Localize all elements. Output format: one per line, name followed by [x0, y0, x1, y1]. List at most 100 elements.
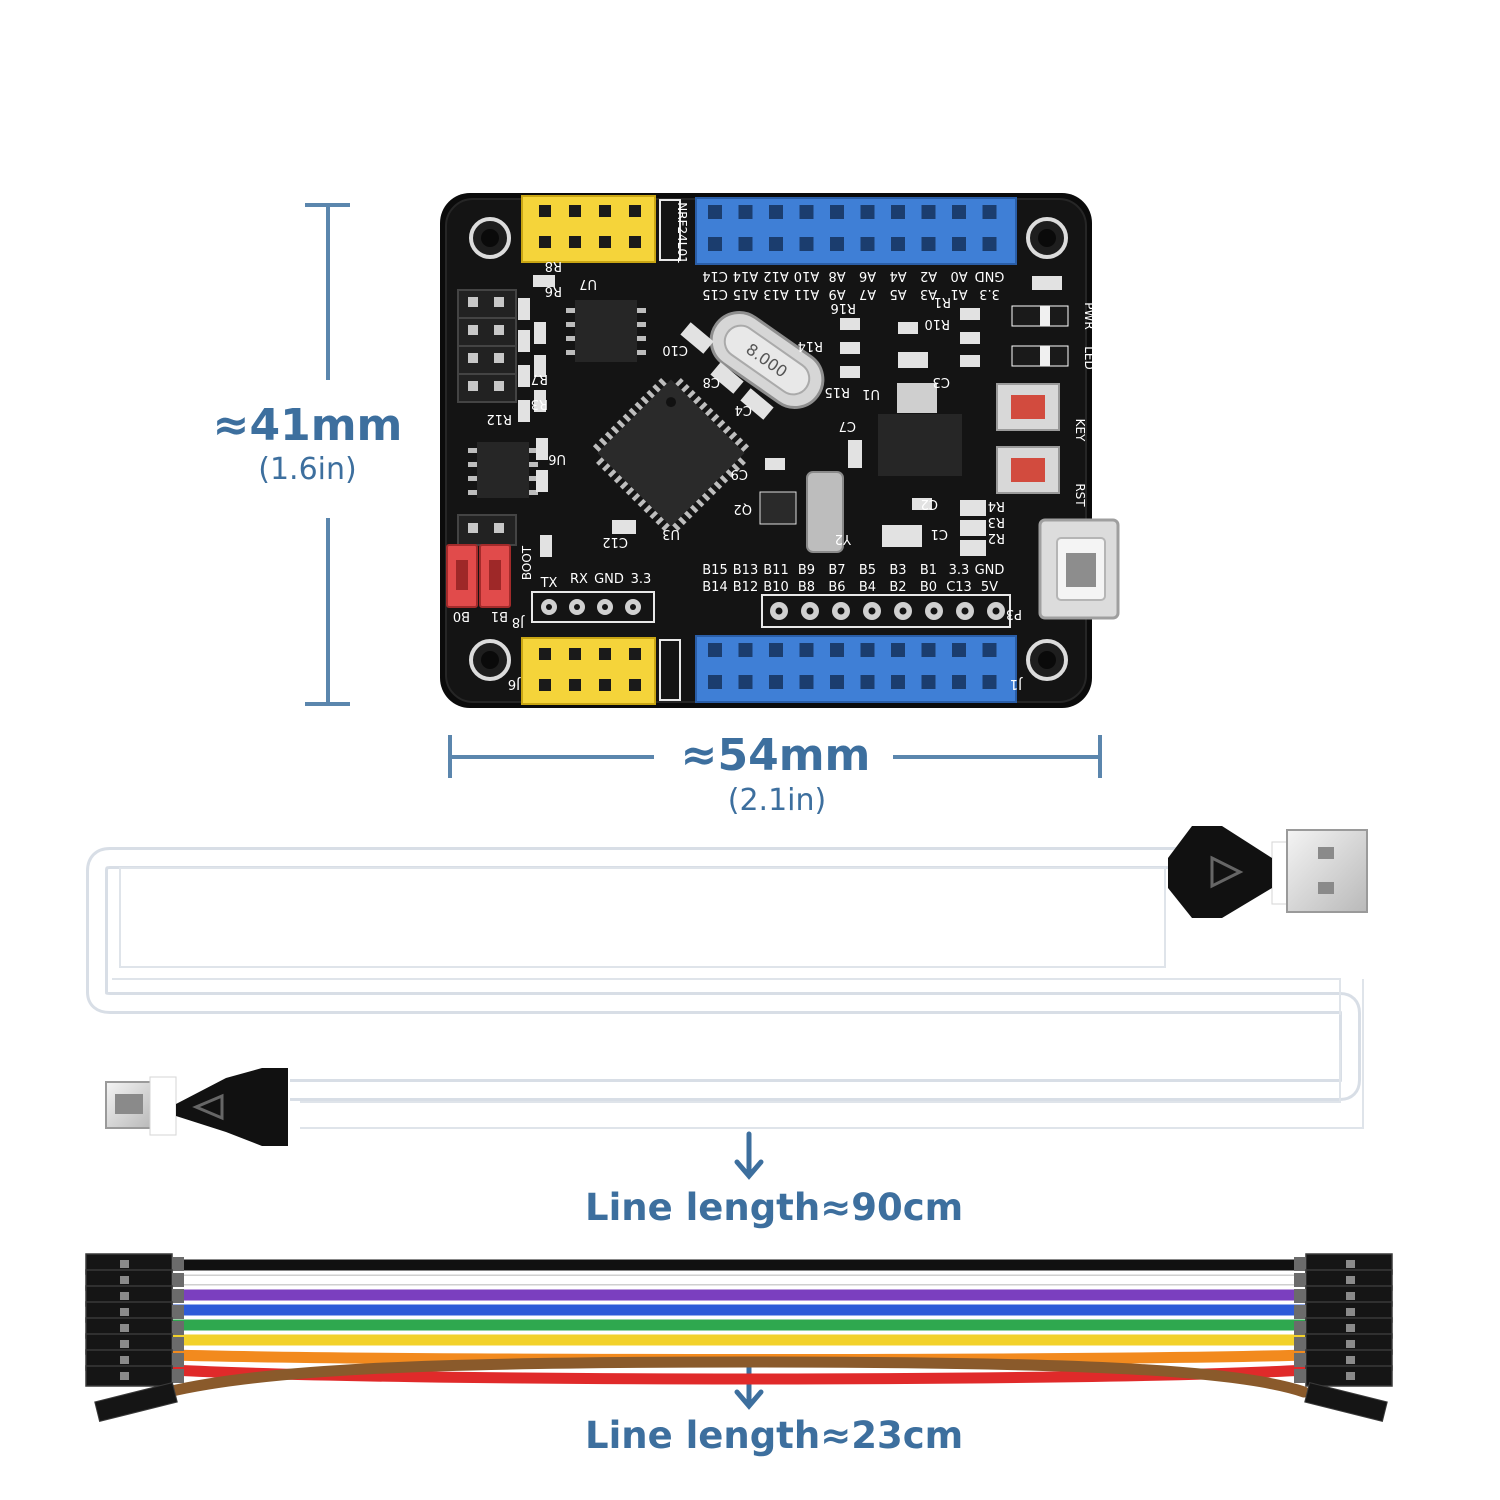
- dupont-latch: [120, 1324, 129, 1332]
- mcu-pin: [604, 431, 614, 440]
- mcu-pin: [737, 457, 746, 466]
- pin-label: B14: [702, 580, 727, 595]
- ref-designator: J8: [512, 614, 525, 629]
- jumper-wire-bundle: [162, 1259, 1312, 1398]
- dupont-housing: [1304, 1382, 1388, 1422]
- pin-label: B11: [763, 563, 788, 578]
- nrf-label: NRF24L01: [675, 202, 689, 263]
- smd-components: [518, 275, 1069, 557]
- pin-label: A7: [859, 286, 876, 301]
- rst-label: RST: [1073, 483, 1087, 507]
- header-pin: [982, 675, 997, 689]
- dupont-crimp: [1294, 1257, 1306, 1271]
- dupont-crimp: [172, 1273, 184, 1287]
- header-pin: [708, 675, 722, 689]
- mcu-pin: [699, 401, 708, 411]
- dupont-housing: [94, 1382, 178, 1422]
- mcu-pin: [719, 475, 729, 484]
- jumper-wire: [162, 1356, 1310, 1398]
- ic-chip: [477, 300, 962, 498]
- boot-jumper: [446, 544, 511, 608]
- pin-label: A11: [794, 286, 819, 301]
- ref-designator: R14: [797, 338, 823, 353]
- pin-label: B8: [798, 580, 815, 595]
- pin-label: B0: [920, 580, 937, 595]
- ref-designator: R12: [486, 411, 512, 426]
- mcu-pin: [689, 504, 699, 514]
- mcu-pin: [661, 522, 670, 532]
- ref-designator: R3: [531, 396, 548, 411]
- mcu-pin: [710, 413, 720, 423]
- header-pin: [860, 675, 875, 689]
- pin-label: A1: [950, 286, 967, 301]
- pin-label: A4: [889, 268, 906, 283]
- rtc-crystal: [806, 471, 844, 553]
- mcu-pin: [725, 469, 735, 478]
- ref-designator: Y2: [835, 531, 852, 546]
- usb-a-plug: [1168, 826, 1368, 918]
- uart-label: 3.3: [631, 572, 652, 587]
- pin-label: C13: [946, 580, 972, 595]
- dupont-latch: [1346, 1276, 1355, 1284]
- led-label: LED: [1082, 346, 1096, 370]
- ref-designator: R8: [545, 258, 562, 273]
- pad-hole: [899, 607, 907, 615]
- ref-designator: U6: [548, 451, 566, 466]
- pad-hole: [868, 607, 876, 615]
- board-width-label: ≈54mm: [680, 730, 871, 781]
- header-pin: [708, 205, 722, 219]
- header-pin: [738, 205, 753, 219]
- dupont-crimp: [1294, 1321, 1306, 1335]
- ref-designator: R2: [988, 530, 1005, 545]
- dupont-latch: [1346, 1324, 1355, 1332]
- header-pin: [952, 643, 966, 657]
- pin-label: A9: [828, 286, 845, 301]
- dupont-crimp: [172, 1289, 184, 1303]
- pin-label: A12: [763, 268, 788, 283]
- mcu-pin: [687, 389, 696, 399]
- mcu-pin: [693, 395, 702, 405]
- header-pin: [860, 643, 875, 657]
- dupont-latch: [1346, 1308, 1355, 1316]
- header-pin: [891, 205, 905, 219]
- mcu-pin: [655, 516, 664, 526]
- ref-designator: C4: [735, 402, 752, 417]
- header-pin: [799, 643, 814, 657]
- mcu-pin: [728, 431, 738, 440]
- ref-designator: C7: [839, 418, 856, 433]
- pin-label: 3.3: [949, 563, 970, 578]
- pin-label: B13: [733, 563, 758, 578]
- mcu-pin: [695, 498, 705, 508]
- swd-uart-jumper-header: [457, 289, 517, 546]
- blue-pin-header-top: [695, 197, 1017, 265]
- ref-designator: R6: [545, 283, 562, 298]
- header-pin: [799, 237, 814, 251]
- ref-designator: R4: [988, 498, 1005, 513]
- pin-label: B12: [733, 580, 758, 595]
- mcu-pin: [607, 469, 617, 478]
- mcu-pin: [643, 504, 653, 514]
- pin-label: C14: [702, 268, 728, 283]
- stm32-mcu-chip: [592, 378, 750, 532]
- key-button: [996, 383, 1060, 431]
- dupont-crimp: [1294, 1305, 1306, 1319]
- pin-label: B1: [920, 563, 937, 578]
- mcu-pin: [649, 510, 658, 520]
- crystal-oscillator: 8.000: [709, 310, 825, 410]
- pin-label: B2: [889, 580, 906, 595]
- pad-hole: [930, 607, 938, 615]
- header-pin: [921, 205, 936, 219]
- uart-pad-row: TX RX GND 3.3: [531, 572, 655, 623]
- pad-hole: [806, 607, 814, 615]
- pad-hole: [961, 607, 969, 615]
- ref-designator: R7: [531, 371, 548, 386]
- pin-label: A3: [920, 286, 937, 301]
- pin-label: B7: [828, 563, 845, 578]
- width-dimension-line: [448, 735, 1102, 778]
- mcu-pin: [672, 522, 681, 532]
- pin-label: B3: [889, 563, 906, 578]
- pin-label: B4: [859, 580, 876, 595]
- mcu-pin: [637, 498, 647, 508]
- dupont-crimp: [172, 1305, 184, 1319]
